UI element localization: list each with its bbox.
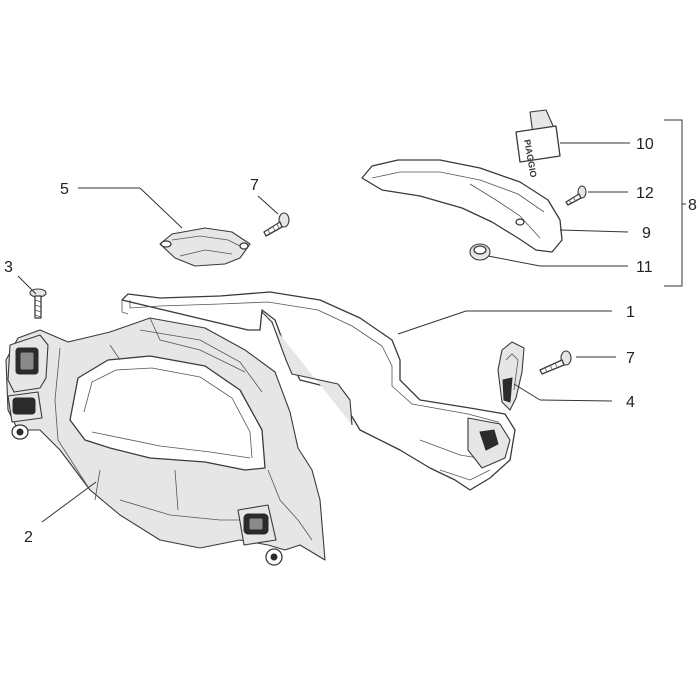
leader-5b	[139, 187, 183, 229]
part-2-handlebar-front-cover	[5, 317, 326, 566]
bracket-8	[664, 119, 683, 287]
leader-4	[539, 399, 613, 402]
part-4-clip	[497, 341, 525, 411]
callout-2: 2	[24, 529, 33, 546]
part-9-top-cover	[361, 159, 563, 253]
leader-4b	[513, 383, 541, 401]
part-11-grommet	[469, 243, 491, 261]
part-7-screw-upper	[263, 212, 290, 237]
callout-3: 3	[4, 259, 13, 276]
callout-8: 8	[688, 197, 697, 214]
callout-9: 9	[642, 225, 651, 242]
leader-2	[41, 481, 97, 523]
callout-1: 1	[626, 304, 635, 321]
part-10-badge: PIAGGIO	[515, 109, 561, 178]
part-12-screw	[565, 185, 587, 206]
leader-7-upper	[257, 195, 279, 215]
leader-11	[487, 255, 541, 267]
leader-lines	[17, 119, 686, 523]
callout-7-lower: 7	[626, 350, 635, 367]
part-7-screw-lower	[539, 350, 572, 375]
leader-1	[397, 310, 467, 335]
callout-labels: 1 2 3 4 5 7 7 8 9 10 11 12	[4, 136, 697, 546]
leader-9	[559, 229, 629, 233]
part-5-speedometer-cover	[159, 227, 251, 267]
leader-3	[17, 275, 37, 295]
callout-12: 12	[636, 185, 654, 202]
callout-4: 4	[626, 394, 635, 411]
part-3-screw	[29, 288, 47, 319]
callout-5: 5	[60, 181, 69, 198]
callout-10: 10	[636, 136, 654, 153]
part-1-rear-handlebar-cover	[121, 291, 516, 491]
callout-11: 11	[636, 259, 653, 276]
callout-7-upper: 7	[250, 177, 259, 194]
